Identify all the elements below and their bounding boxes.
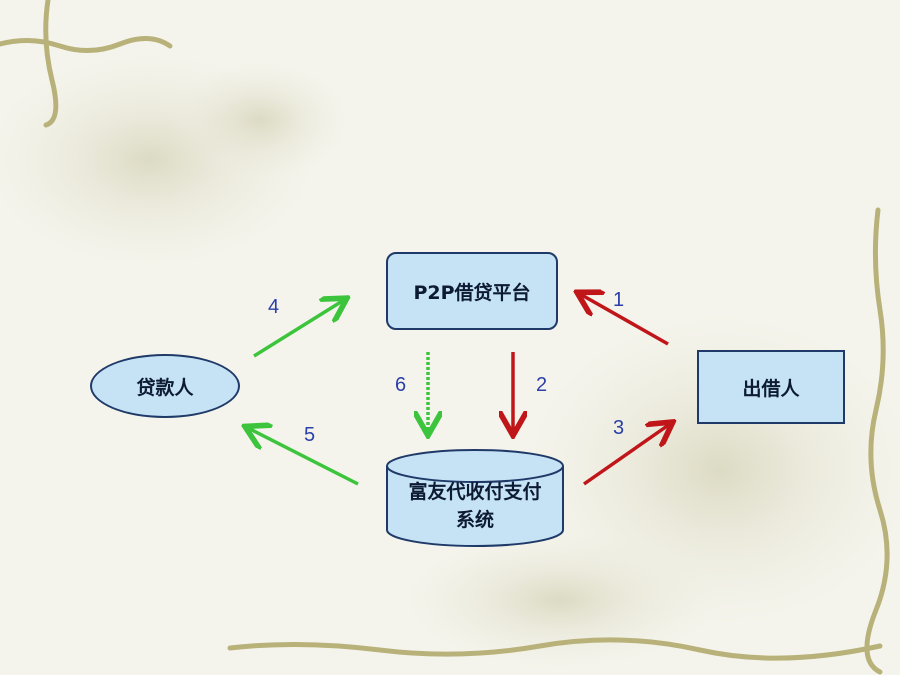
payment-system-label-line1: 富友代收付支付 — [408, 481, 542, 503]
edge-label-5: 5 — [304, 424, 316, 446]
node-borrower: 贷款人 — [90, 354, 240, 418]
arrow-1-lender-to-platform — [580, 294, 669, 346]
node-lender: 出借人 — [697, 350, 845, 424]
blossom-shade-bottom — [400, 530, 720, 670]
vine-top-horizontal — [0, 36, 173, 53]
payment-system-cylinder — [386, 449, 564, 547]
vine-bottom-horizontal — [227, 637, 883, 661]
arrow-4-borrower-to-platform — [253, 300, 344, 358]
edge-label-2: 2 — [536, 374, 548, 396]
arrow-5-system-to-borrower — [248, 428, 359, 486]
edge-label-4: 4 — [268, 296, 280, 318]
vine-top-vertical — [43, 0, 59, 128]
node-payment-system-label: 富友代收付支付 系统 — [386, 478, 564, 534]
edge-label-3: 3 — [613, 417, 625, 439]
vine-right-vertical — [864, 207, 890, 675]
node-p2p-platform-label: P2P借贷平台 — [413, 281, 531, 304]
node-borrower-label: 贷款人 — [136, 376, 194, 399]
arrow-3-system-to-lender — [582, 424, 670, 486]
blossom-shade-top — [170, 60, 350, 180]
node-lender-label: 出借人 — [742, 377, 800, 400]
node-p2p-platform: P2P借贷平台 — [386, 252, 558, 330]
edge-label-6: 6 — [395, 374, 407, 396]
payment-system-label-line2: 系统 — [455, 509, 494, 531]
edge-label-1: 1 — [613, 289, 625, 311]
